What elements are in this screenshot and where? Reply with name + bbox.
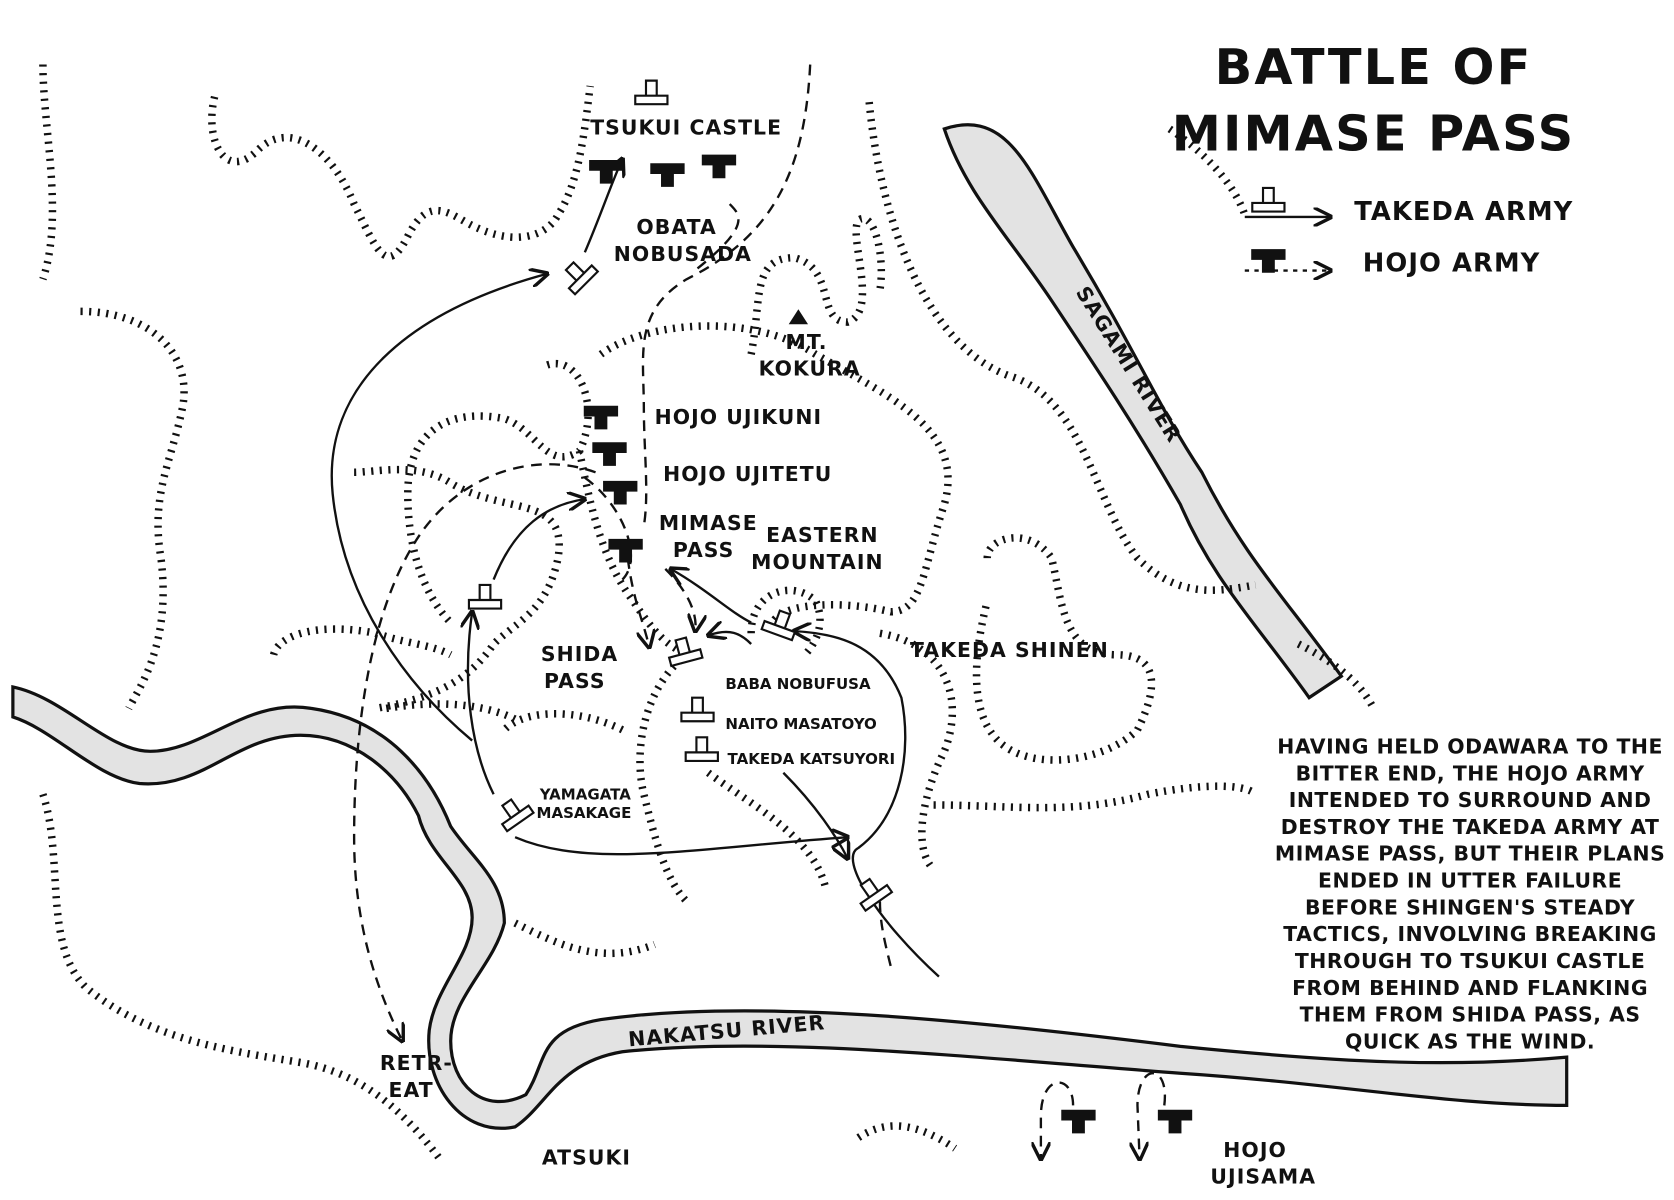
label-tsukui-castle: TSUKUI CASTLE xyxy=(590,115,782,139)
label-eastern: EASTERN xyxy=(766,523,878,547)
note-line: BITTER END, THE HOJO ARMY xyxy=(1296,761,1645,785)
label-yamagata: YAMAGATA xyxy=(539,786,631,804)
note-line: DESTROY THE TAKEDA ARMY AT xyxy=(1281,815,1660,839)
note-line: MIMASE PASS, BUT THEIR PLANS xyxy=(1275,842,1665,866)
takeda-unit-icon xyxy=(634,79,669,106)
note-paragraph: HAVING HELD ODAWARA TO THE BITTER END, T… xyxy=(1275,734,1665,1053)
note-line: TACTICS, INVOLVING BREAKING xyxy=(1283,922,1657,946)
label-shinen: TAKEDA SHINEN xyxy=(910,638,1109,662)
nakatsu-river xyxy=(11,684,1569,1130)
note-line: BEFORE SHINGEN'S STEADY xyxy=(1305,895,1635,919)
hojo-unit-icon xyxy=(608,538,643,563)
label-eastern-2: MOUNTAIN xyxy=(751,550,883,574)
label-atsuki: ATSUKI xyxy=(542,1145,631,1169)
takeda-unit-icon xyxy=(684,736,719,763)
label-yamagata-2: MASAKAGE xyxy=(537,804,632,822)
legend-takeda-icon xyxy=(1251,186,1286,213)
label-shida-2: PASS xyxy=(544,669,606,693)
label-naito: NAITO MASATOYO xyxy=(725,715,877,733)
note-line: THEM FROM SHIDA PASS, AS xyxy=(1300,1003,1641,1027)
hojo-unit-icon xyxy=(701,154,737,179)
note-line: ENDED IN UTTER FAILURE xyxy=(1318,869,1622,893)
takeda-unit-icon xyxy=(492,792,535,833)
sagami-river xyxy=(942,123,1344,700)
label-obata: OBATA xyxy=(636,215,717,239)
label-mimase-2: PASS xyxy=(673,538,735,562)
hojo-unit-icon xyxy=(1061,1109,1096,1134)
map-title-2: MIMASE PASS xyxy=(1172,104,1576,162)
label-sagami-river: SAGAMI RIVER xyxy=(1071,282,1186,447)
note-line: QUICK AS THE WIND. xyxy=(1345,1030,1595,1054)
label-ujitetu: HOJO UJITETU xyxy=(663,462,832,486)
label-ujisama: HOJO xyxy=(1223,1138,1287,1162)
label-baba: BABA NOBUFUSA xyxy=(725,675,871,693)
takeda-unit-icon xyxy=(680,696,715,723)
takeda-unit-icon xyxy=(557,253,599,296)
hojo-unit-icon xyxy=(592,442,627,466)
legend-hojo-icon xyxy=(1251,249,1286,273)
label-retreat-2: EAT xyxy=(388,1078,433,1102)
takeda-unit-icon xyxy=(467,583,503,610)
map-title: BATTLE OF xyxy=(1215,38,1533,96)
hojo-unit-icon xyxy=(589,160,624,184)
label-ujisama-2: UJISAMA xyxy=(1210,1165,1316,1189)
mountain-peak-icon xyxy=(788,309,809,325)
label-katsuyori: TAKEDA KATSUYORI xyxy=(728,750,896,768)
label-retreat: RETR- xyxy=(380,1051,453,1075)
label-obata-2: NOBUSADA xyxy=(614,242,752,266)
takeda-unit-icon xyxy=(760,605,802,642)
note-line: THROUGH TO TSUKUI CASTLE xyxy=(1295,949,1646,973)
ridge-lines xyxy=(39,64,1377,1162)
legend-hojo-label: HOJO ARMY xyxy=(1363,249,1541,279)
hojo-unit-icon xyxy=(603,480,638,505)
label-kokura-2: KOKURA xyxy=(759,357,861,381)
label-ujikuni: HOJO UJIKUNI xyxy=(655,405,823,429)
takeda-unit-icon xyxy=(664,633,704,668)
label-kokura: MT. xyxy=(785,330,827,354)
legend: TAKEDA ARMY HOJO ARMY xyxy=(1244,186,1573,279)
label-shida: SHIDA xyxy=(541,642,618,666)
note-line: FROM BEHIND AND FLANKING xyxy=(1292,976,1648,1000)
legend-takeda-label: TAKEDA ARMY xyxy=(1354,197,1573,227)
hojo-unit-icon xyxy=(1157,1109,1193,1134)
label-mimase: MIMASE xyxy=(659,511,758,535)
note-line: INTENDED TO SURROUND AND xyxy=(1289,788,1652,812)
hojo-unit-icon xyxy=(650,163,685,187)
note-line: HAVING HELD ODAWARA TO THE xyxy=(1277,734,1663,758)
